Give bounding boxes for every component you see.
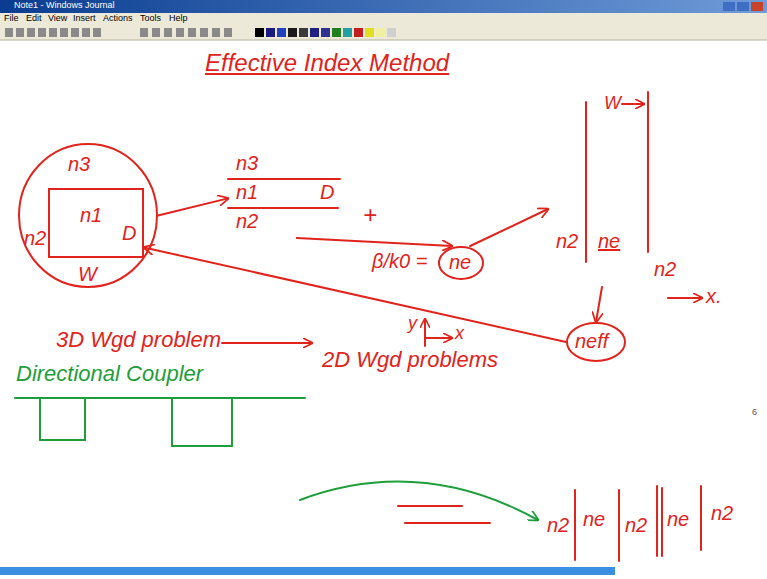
coupler-guide: [172, 398, 232, 446]
page-number: 6: [752, 408, 757, 418]
max-button: [737, 2, 749, 11]
node-text: ne: [449, 251, 471, 273]
problem-arrow: [222, 342, 312, 344]
axis-x: [425, 337, 452, 339]
axis-label: x.: [706, 285, 722, 307]
slide-title: Effective Index Method: [205, 50, 449, 76]
section-heading: Directional Coupler: [16, 362, 203, 386]
planar-slab: n3 n1 n2 D: [228, 150, 353, 238]
slab-interface: [228, 178, 340, 180]
problem-label: 3D Wgd problem: [56, 328, 221, 352]
close-button: [751, 2, 763, 11]
slab-wall: [585, 102, 587, 262]
node-text: ne: [667, 508, 689, 530]
problem-label: 2D Wgd problems: [322, 348, 498, 372]
ellipse-stroke: [439, 247, 483, 279]
node-text: W: [604, 94, 621, 114]
node-text: n2: [24, 227, 46, 249]
coupler-guide: [40, 398, 85, 440]
cross-section-circle: n3 n2Wn1D: [18, 143, 158, 288]
propagation-constant: β/k0 =: [372, 250, 427, 272]
coupler-wall: [700, 486, 702, 550]
coupler-wall: [661, 488, 663, 556]
menu-item: Help: [169, 14, 188, 24]
node-text: D: [320, 181, 334, 203]
connector-arrow: [158, 198, 228, 215]
window-title: Note1 - Windows Journal: [14, 1, 115, 11]
coupler-slab: n2 ne n2 ne n2: [543, 486, 760, 562]
node-text: ne: [583, 508, 605, 530]
double-line: [398, 505, 462, 507]
vertical-slab: Wn2 ne n2: [548, 92, 683, 287]
circled-index: ne: [438, 246, 484, 280]
circled-effective-index: neff: [566, 322, 626, 362]
tool-icons: [5, 28, 232, 37]
ellipse-stroke: [19, 144, 157, 287]
transform-arrow: [300, 482, 538, 520]
node-text: n2: [654, 258, 676, 280]
connector-arrow: [297, 238, 452, 246]
node-text: n2: [711, 502, 733, 524]
tool-bar-edge: [0, 40, 767, 41]
menu-item: Edit: [26, 14, 42, 24]
node-text: neff: [575, 330, 608, 352]
menu-item: Actions: [103, 14, 133, 24]
title-bar: [0, 0, 767, 13]
menu-item: Insert: [73, 14, 96, 24]
connector-arrow: [470, 209, 548, 246]
coupler-wall: [656, 486, 658, 556]
double-line: [405, 522, 490, 524]
tool-bar: [0, 25, 767, 40]
node-text: n2: [547, 514, 569, 536]
menu-item: File: [4, 14, 19, 24]
scroll-bar: [0, 567, 615, 575]
node-text: n2: [556, 230, 578, 252]
node-text: ne: [598, 230, 620, 252]
menu-bar: [0, 13, 767, 25]
menu-item: View: [48, 14, 67, 24]
coupler-wall: [618, 490, 620, 561]
axis-label: x: [455, 324, 464, 344]
width-arrow: [622, 103, 644, 105]
node-text: n3: [236, 152, 258, 174]
node-text: n2: [236, 210, 258, 232]
slab-wall: [647, 92, 649, 252]
node-text: n1: [236, 181, 258, 203]
connector-arrow: [596, 287, 602, 322]
plus-sign: +: [363, 202, 377, 228]
core-rectangle: n1D: [48, 188, 144, 258]
min-button: [723, 2, 735, 11]
slab-interface: [228, 207, 338, 209]
menu-item: Tools: [140, 14, 161, 24]
node-text: n1: [80, 204, 102, 226]
node-text: D: [122, 222, 136, 244]
axis-label: y: [408, 314, 417, 334]
axis-y: [424, 319, 426, 346]
x-arrow: [668, 297, 702, 299]
ellipse-stroke: [567, 323, 625, 361]
node-text: W: [78, 263, 97, 285]
coupler-wall: [574, 490, 576, 560]
color-palette: [255, 28, 396, 37]
node-text: n3: [68, 153, 90, 175]
node-text: n2: [625, 514, 647, 536]
